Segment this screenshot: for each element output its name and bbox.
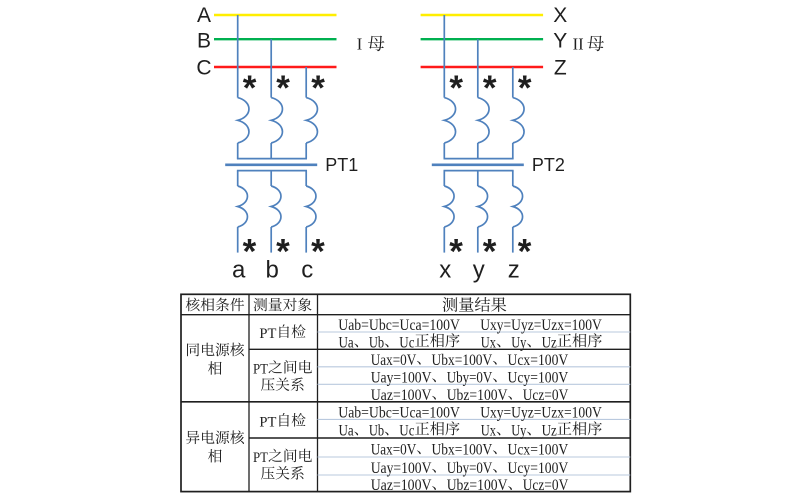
svg-text:Ubz=100V: Ubz=100V	[447, 387, 508, 404]
svg-text:*: *	[311, 232, 325, 271]
svg-text:Uy: Uy	[511, 423, 526, 440]
svg-text:*: *	[276, 69, 290, 108]
svg-text:Ubz=100V: Ubz=100V	[447, 477, 508, 494]
svg-text:B: B	[197, 30, 211, 53]
svg-text:PT: PT	[259, 326, 276, 342]
svg-text:Ua: Ua	[339, 423, 354, 440]
svg-text:Ucy=100V: Ucy=100V	[508, 460, 569, 477]
svg-text:PT2: PT2	[532, 155, 565, 175]
svg-text:Uab=Ubc=Uca=100V: Uab=Ubc=Uca=100V	[338, 317, 460, 334]
svg-text:*: *	[449, 232, 463, 271]
svg-text:*: *	[243, 69, 257, 108]
svg-text:Uax=0V: Uax=0V	[371, 352, 417, 369]
svg-text:*: *	[518, 232, 532, 271]
svg-text:Uby=0V: Uby=0V	[447, 369, 493, 386]
svg-text:Uc: Uc	[399, 334, 414, 351]
svg-text:Ucx=100V: Ucx=100V	[508, 352, 569, 369]
svg-text:Uay=100V: Uay=100V	[371, 460, 432, 477]
svg-text:Ucx=100V: Ucx=100V	[508, 441, 569, 458]
svg-text:Uax=0V: Uax=0V	[371, 441, 417, 458]
svg-text:Ubx=100V: Ubx=100V	[432, 352, 493, 369]
svg-text:*: *	[518, 69, 532, 108]
svg-text:A: A	[197, 4, 211, 27]
svg-text:Z: Z	[554, 57, 567, 80]
svg-text:II: II	[573, 35, 584, 54]
svg-text:z: z	[508, 256, 520, 283]
svg-text:PT: PT	[253, 362, 268, 378]
svg-text:*: *	[311, 69, 325, 108]
svg-text:Uaz=100V: Uaz=100V	[371, 477, 432, 494]
svg-text:*: *	[483, 232, 497, 271]
svg-text:*: *	[276, 232, 290, 271]
svg-text:Uay=100V: Uay=100V	[371, 369, 432, 386]
svg-text:PT: PT	[253, 450, 268, 466]
svg-text:b: b	[266, 256, 279, 283]
svg-text:Ux: Ux	[481, 334, 496, 351]
svg-text:Ucz=0V: Ucz=0V	[523, 477, 569, 494]
svg-text:*: *	[483, 69, 497, 108]
svg-text:PT1: PT1	[325, 155, 358, 175]
svg-text:Uy: Uy	[511, 334, 526, 351]
svg-text:Ux: Ux	[481, 423, 496, 440]
svg-text:Ucy=100V: Ucy=100V	[508, 369, 569, 386]
svg-text:I: I	[357, 35, 363, 54]
svg-text:Uaz=100V: Uaz=100V	[371, 387, 432, 404]
svg-text:Uxy=Uyz=Uzx=100V: Uxy=Uyz=Uzx=100V	[480, 317, 602, 334]
svg-text:a: a	[232, 256, 246, 283]
svg-text:Ucz=0V: Ucz=0V	[523, 387, 569, 404]
svg-text:Ub: Ub	[369, 423, 384, 440]
svg-text:Uc: Uc	[399, 423, 414, 440]
svg-text:PT: PT	[259, 415, 276, 431]
svg-text:C: C	[196, 57, 211, 80]
svg-text:c: c	[301, 256, 313, 283]
svg-text:Uz: Uz	[542, 423, 557, 440]
svg-text:x: x	[439, 256, 451, 283]
svg-text:Uz: Uz	[542, 334, 557, 351]
svg-text:Ua: Ua	[339, 334, 354, 351]
svg-text:y: y	[473, 256, 485, 283]
svg-text:Uxy=Uyz=Uzx=100V: Uxy=Uyz=Uzx=100V	[480, 404, 602, 421]
svg-text:X: X	[553, 4, 567, 27]
svg-text:*: *	[449, 69, 463, 108]
svg-text:Ubx=100V: Ubx=100V	[432, 441, 493, 458]
svg-text:Ub: Ub	[369, 334, 384, 351]
svg-text:Y: Y	[553, 30, 567, 53]
svg-text:*: *	[243, 232, 257, 271]
svg-text:Uab=Ubc=Uca=100V: Uab=Ubc=Uca=100V	[338, 404, 460, 421]
svg-text:Uby=0V: Uby=0V	[447, 460, 493, 477]
